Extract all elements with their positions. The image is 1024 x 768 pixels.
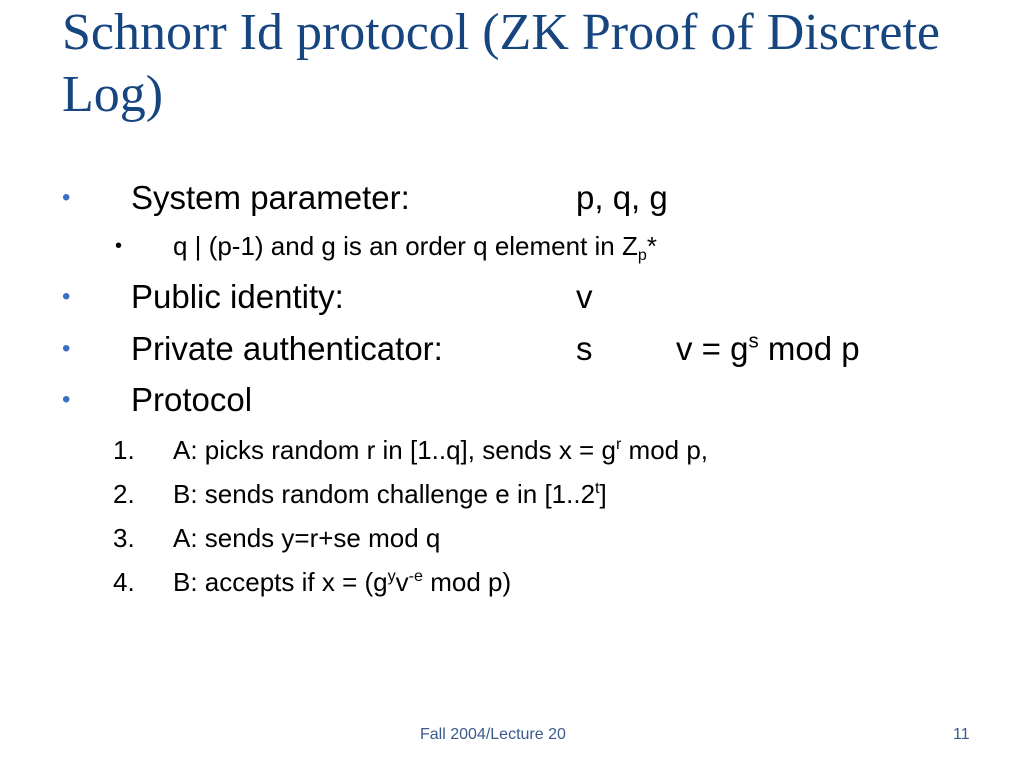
item-label: Protocol	[131, 381, 253, 418]
item-text: q | (p-1) and g is an order q element in…	[173, 231, 657, 264]
step-number: 4.	[113, 567, 135, 597]
step-text: B: sends random challenge e in [1..2t]	[173, 479, 607, 509]
step-text: A: picks random r in [1..q], sends x = g…	[173, 435, 709, 465]
item-value: v	[576, 278, 593, 315]
step-text: A: sends y=r+se mod q	[173, 523, 441, 553]
bullet-icon: •	[62, 283, 71, 310]
item-value: s	[576, 330, 593, 367]
bullet-icon: •	[62, 335, 71, 362]
item-label: System parameter:	[131, 179, 410, 216]
step-number: 3.	[113, 523, 135, 553]
bullet-icon: •	[115, 235, 123, 257]
step-number: 1.	[113, 435, 135, 465]
slide-title: Schnorr Id protocol (ZK Proof of Discret…	[62, 4, 940, 123]
bullet-icon: •	[62, 184, 71, 211]
item-formula: v = gs mod p	[676, 329, 860, 367]
item-value: p, q, g	[576, 179, 668, 216]
footer-page-number: 11	[953, 726, 970, 743]
bullet-icon: •	[62, 386, 71, 413]
item-label: Public identity:	[131, 278, 344, 315]
footer-course: Fall 2004/Lecture 20	[420, 726, 566, 743]
item-label: Private authenticator:	[131, 330, 443, 367]
step-number: 2.	[113, 479, 135, 509]
step-text: B: accepts if x = (gyv-e mod p)	[173, 567, 512, 597]
